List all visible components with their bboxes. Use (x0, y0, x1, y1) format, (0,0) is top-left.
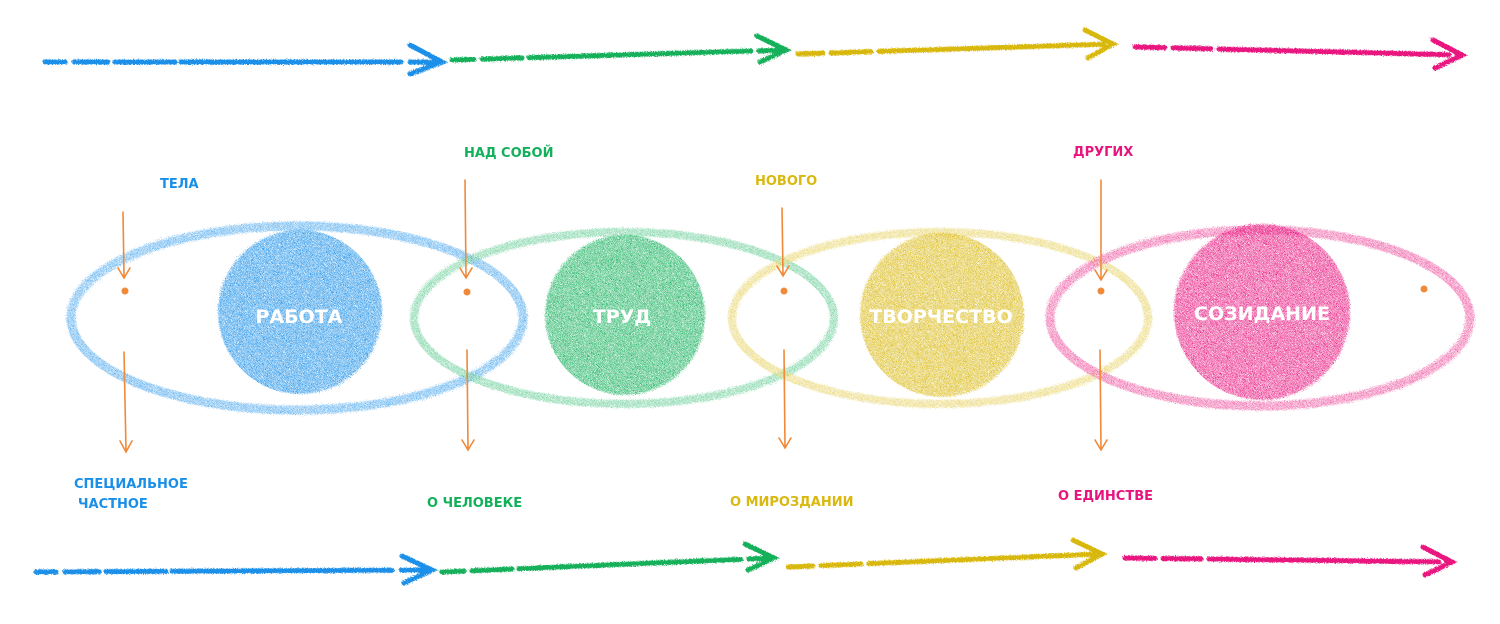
bottom-arrow-yellow-head (1070, 537, 1108, 571)
bottom-arrow-yellow-segment (785, 551, 1103, 570)
label-chastnoe: ЧАСТНОЕ (78, 497, 148, 512)
dot-3 (780, 287, 788, 295)
ellipse-yellow (728, 228, 1152, 408)
connectors (117, 179, 1108, 454)
dot-4 (1097, 287, 1105, 295)
bottom-arrow-blue-head (399, 553, 438, 586)
down-arrow-to-dot-4 (1094, 179, 1108, 282)
core-circle-pink (1174, 224, 1350, 400)
down-arrow-from-dot-2 (461, 349, 475, 452)
ellipse-green (410, 228, 838, 408)
label-nad-soboy: НАД СОБОЙ (464, 145, 553, 161)
connector-dots (121, 285, 1428, 296)
top-progress-arrow (42, 27, 1468, 77)
core-label-blue: РАБОТА (256, 306, 343, 328)
dot-1 (121, 287, 129, 295)
top-arrow-yellow-segment (795, 41, 1115, 57)
ellipse-blue (66, 221, 528, 415)
down-arrow-from-dot-3 (778, 349, 792, 450)
top-arrow-pink-segment (1132, 44, 1463, 58)
down-arrow-to-dot-1 (117, 211, 131, 280)
core-label-green: ТРУД (593, 306, 651, 328)
dot-5 (1420, 285, 1428, 293)
bottom-progress-arrow (33, 537, 1458, 586)
bottom-arrow-pink-head (1420, 544, 1458, 578)
label-drugikh: ДРУГИХ (1073, 145, 1133, 160)
stage-cores (218, 224, 1350, 400)
core-label-pink: СОЗИДАНИЕ (1194, 303, 1330, 325)
top-arrow-green-head (754, 33, 792, 65)
core-circle-blue (218, 230, 382, 394)
down-arrow-from-dot-1 (119, 351, 133, 454)
top-arrow-pink-head (1430, 37, 1468, 71)
down-arrow-from-dot-4 (1094, 349, 1108, 452)
dot-2 (463, 288, 471, 296)
down-arrow-to-dot-2 (459, 179, 473, 280)
label-specialnoe: СПЕЦИАЛЬНОЕ (74, 477, 188, 492)
label-o-mirozdanii: О МИРОЗДАНИИ (730, 495, 854, 510)
core-circle-green (545, 235, 705, 395)
top-arrow-blue-head (407, 42, 449, 77)
bottom-arrow-pink-segment (1122, 555, 1453, 565)
label-o-edinstve: О ЕДИНСТВЕ (1058, 489, 1153, 504)
label-o-cheloveke: О ЧЕЛОВЕКЕ (427, 496, 522, 511)
core-label-yellow: ТВОРЧЕСТВО (869, 306, 1012, 328)
down-arrow-to-dot-3 (776, 207, 790, 278)
core-circle-yellow (860, 233, 1024, 397)
bottom-arrow-green-head (742, 541, 780, 573)
bottom-arrow-blue-segment (33, 567, 433, 575)
label-tela: ТЕЛА (160, 177, 199, 192)
top-arrow-yellow-head (1082, 27, 1119, 61)
label-novogo: НОВОГО (755, 174, 817, 189)
top-arrow-green-segment (449, 47, 788, 63)
bottom-arrow-green-segment (439, 555, 775, 575)
